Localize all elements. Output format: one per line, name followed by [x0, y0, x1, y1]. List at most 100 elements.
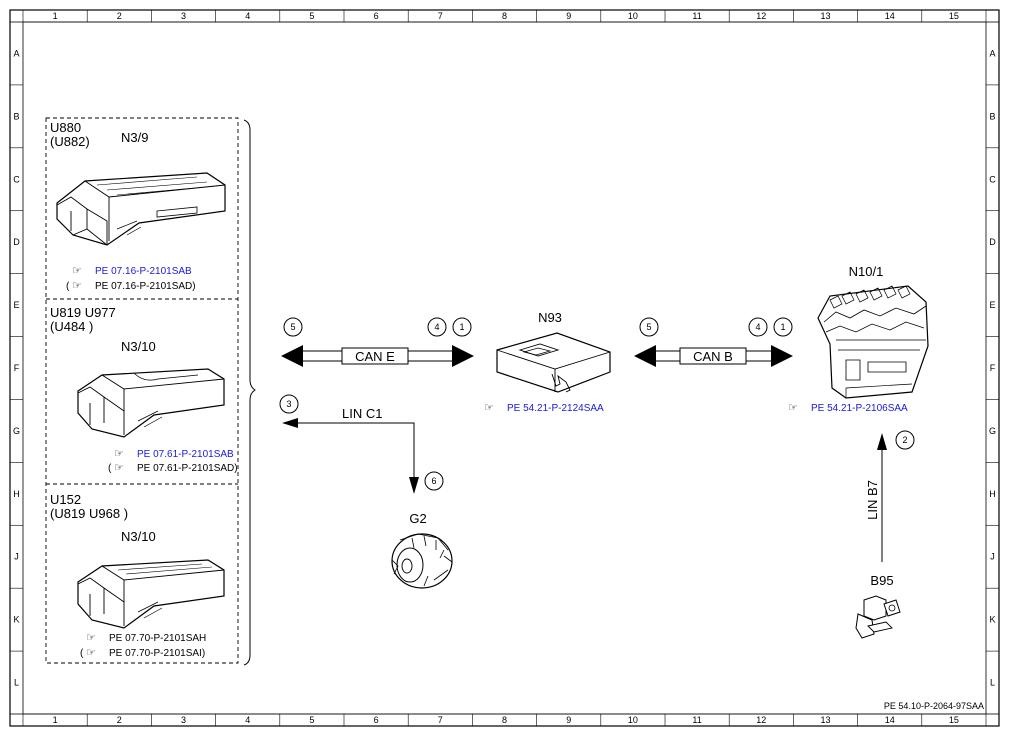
- reference-text: PE 07.70-P-2101SAI): [109, 648, 205, 659]
- component-label: N3/10: [121, 529, 156, 544]
- hand-pointer-icon: ☞: [788, 402, 798, 414]
- marker-number: 5: [646, 322, 651, 332]
- reference-link[interactable]: PE 07.61-P-2101SAB: [137, 449, 234, 460]
- ecu-block-n3-10-b: U152 (U819 U968 ) N3/10 ☞ PE 07.70-P-210…: [50, 492, 224, 659]
- grid-label: 12: [756, 11, 766, 21]
- grid-label: 4: [245, 11, 250, 21]
- lin-b7-bus: LIN B7 2: [865, 430, 915, 562]
- grid-label: H: [13, 489, 20, 499]
- bus-label: CAN E: [355, 349, 395, 364]
- ecu-icon: [57, 173, 225, 245]
- ecu-block-n3-10-a: U819 U977 (U484 ) N3/10 ☞ PE 07.61-P-210…: [50, 305, 238, 474]
- sam-module-icon: [818, 286, 928, 398]
- lin-c1-bus: LIN C1 3 6: [279, 394, 444, 494]
- b95-component: B95: [856, 573, 900, 638]
- marker-number: 3: [286, 399, 291, 409]
- grid-label: 14: [885, 11, 895, 21]
- grid-label: G: [989, 426, 996, 436]
- grid-label: L: [14, 678, 19, 688]
- model-label: U819 U977: [50, 305, 116, 320]
- can-b-bus: CAN B 5 4 1: [634, 317, 793, 367]
- grid-label: 6: [374, 715, 379, 725]
- reference-link[interactable]: PE 54.21-P-2106SAA: [811, 403, 908, 414]
- hand-pointer-icon: ☞: [86, 647, 96, 659]
- reference-link[interactable]: PE 07.16-P-2101SAB: [95, 266, 192, 277]
- grid-label: 9: [566, 715, 571, 725]
- grid-label: B: [13, 111, 19, 121]
- model-label: (U882): [50, 134, 90, 149]
- arrowhead-left: [634, 345, 656, 367]
- hand-pointer-icon: ☞: [72, 265, 82, 277]
- paren-open: (: [108, 463, 112, 474]
- grid-label: 4: [245, 715, 250, 725]
- grid-label: 2: [117, 11, 122, 21]
- grid-label: 1: [53, 715, 58, 725]
- grid-label: 10: [628, 715, 638, 725]
- grid-label: H: [989, 489, 996, 499]
- component-label: N3/10: [121, 339, 156, 354]
- hand-pointer-icon: ☞: [114, 448, 124, 460]
- reference-text: PE 07.16-P-2101SAD): [95, 281, 196, 292]
- marker-number: 1: [780, 322, 785, 332]
- arrowhead-down: [409, 477, 419, 494]
- grid-label: J: [990, 552, 995, 562]
- battery-sensor-icon: [856, 596, 900, 638]
- grid-label: E: [989, 300, 995, 310]
- marker-number: 4: [755, 322, 760, 332]
- reference-text: PE 07.70-P-2101SAH: [109, 633, 206, 644]
- grid-label: 9: [566, 11, 571, 21]
- control-unit-group: U880 (U882) N3/9 ☞ PE 07.16-P-2101SAB ( …: [45, 117, 256, 666]
- model-label: U880: [50, 120, 81, 135]
- document-id: PE 54.10-P-2064-97SAA: [884, 701, 984, 711]
- grid-label: D: [989, 237, 996, 247]
- grid-label: 5: [309, 11, 314, 21]
- arrowhead-right: [452, 345, 474, 367]
- ref-row: ☞ PE 07.16-P-2101SAB: [72, 265, 192, 277]
- grid-label: D: [13, 237, 20, 247]
- grid-label: F: [990, 363, 996, 373]
- grid-label: 13: [820, 11, 830, 21]
- grid-label: 11: [692, 715, 701, 725]
- component-label: N3/9: [121, 130, 148, 145]
- ecu-block-n3-9: U880 (U882) N3/9 ☞ PE 07.16-P-2101SAB ( …: [50, 120, 225, 292]
- grid-label: C: [989, 174, 996, 184]
- ecu-icon: [78, 560, 224, 628]
- arrowhead-up: [877, 433, 887, 450]
- marker-number: 5: [290, 322, 295, 332]
- ref-row: ( ☞ PE 07.70-P-2101SAI): [80, 647, 205, 659]
- grid-label: C: [13, 174, 20, 184]
- model-label: U152: [50, 492, 81, 507]
- arrowhead-left: [282, 418, 298, 428]
- grid-label: F: [14, 363, 20, 373]
- hand-pointer-icon: ☞: [72, 280, 82, 292]
- hand-pointer-icon: ☞: [86, 632, 96, 644]
- grid-label: 6: [374, 11, 379, 21]
- bus-label: LIN C1: [342, 406, 382, 421]
- grid-label: K: [989, 615, 995, 625]
- grid-label: 13: [820, 715, 830, 725]
- hand-pointer-icon: ☞: [114, 462, 124, 474]
- grid-label: 8: [502, 11, 507, 21]
- grid-label: A: [989, 48, 995, 58]
- grid-label: J: [14, 552, 19, 562]
- marker-number: 2: [902, 435, 907, 445]
- ref-row: ☞ PE 07.70-P-2101SAH: [86, 632, 206, 644]
- marker-number: 4: [434, 322, 439, 332]
- paren-open: (: [66, 281, 70, 292]
- grid-label: 12: [756, 715, 766, 725]
- ref-row: ( ☞ PE 07.61-P-2101SAD): [108, 462, 238, 474]
- ref-row: ☞ PE 07.61-P-2101SAB: [114, 448, 234, 460]
- model-label: (U484 ): [50, 319, 93, 334]
- paren-open: (: [80, 648, 84, 659]
- reference-link[interactable]: PE 54.21-P-2124SAA: [507, 403, 604, 414]
- grid-label: B: [989, 111, 995, 121]
- grid-label: A: [13, 48, 19, 58]
- grid-label: 5: [309, 715, 314, 725]
- marker-number: 1: [459, 322, 464, 332]
- grid-label: 15: [949, 715, 959, 725]
- grid-label: 11: [692, 11, 701, 21]
- grid-label: 14: [885, 715, 895, 725]
- arrowhead-left: [281, 345, 303, 367]
- component-label: B95: [870, 573, 893, 588]
